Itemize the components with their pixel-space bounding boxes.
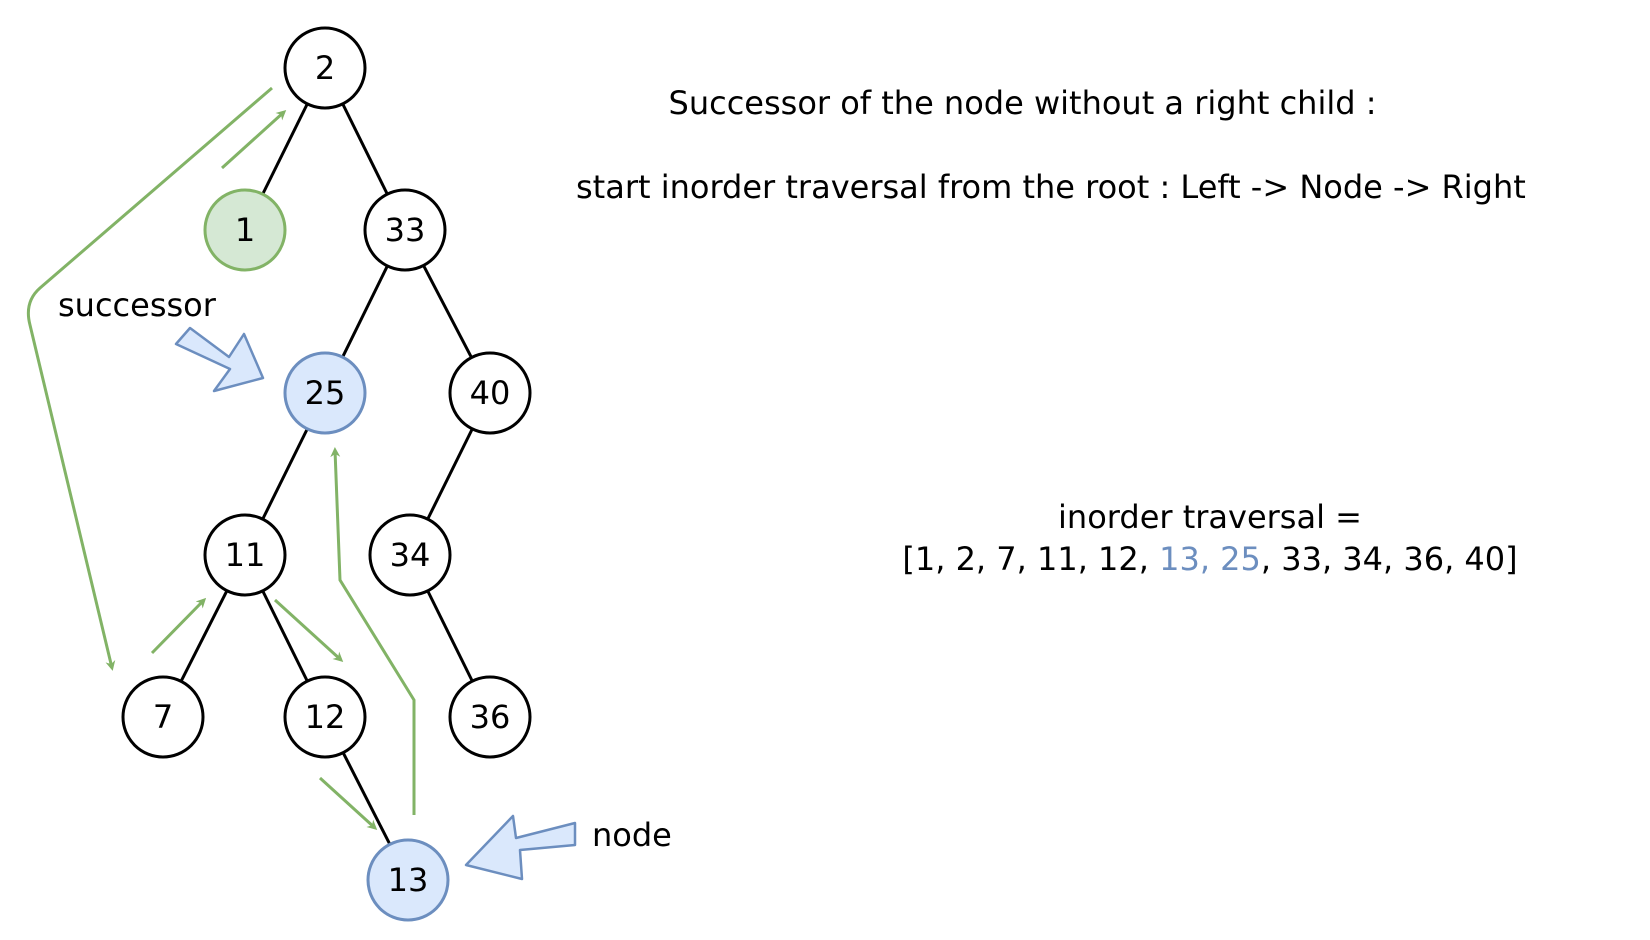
tree-node-circle	[203, 188, 287, 272]
tree-node-13: 13	[366, 838, 450, 922]
inorder-label: inorder traversal =	[1058, 498, 1362, 536]
inorder-value: 33	[1281, 540, 1322, 578]
tree-node-circle	[363, 188, 447, 272]
diagram-subheading: start inorder traversal from the root : …	[576, 168, 1526, 206]
traversal-path	[26, 86, 416, 831]
tree-node-40: 40	[448, 351, 532, 435]
tree-edge-12-13	[341, 751, 392, 846]
tree-nodes: 2 1 33 25 40 11 34 7 12 36 13	[121, 26, 532, 922]
traversal-arrow-11-to-12	[273, 598, 344, 663]
tree-node-34: 34	[368, 513, 452, 597]
traversal-arrow-13-to-25	[330, 447, 416, 815]
tree-edge-2-33	[341, 103, 389, 195]
tree-node-circle	[448, 351, 532, 435]
tree-node-36: 36	[448, 675, 532, 759]
inorder-list: [1, 2, 7, 11, 12, 13, 25, 33, 34, 36, 40…	[902, 540, 1518, 578]
inorder-value: 25	[1220, 540, 1261, 578]
tree-edge-40-34	[426, 428, 474, 520]
tree-edge-34-36	[426, 590, 474, 682]
traversal-arrow-12-to-13	[318, 776, 378, 831]
inorder-value: 34	[1342, 540, 1384, 578]
tree-node-label: 2	[315, 49, 335, 87]
tree-node-label: 36	[470, 698, 511, 736]
tree-node-label: 11	[225, 536, 266, 574]
tree-node-11: 11	[203, 513, 287, 597]
successor-pointer-arrow	[174, 326, 265, 393]
tree-node-label: 7	[153, 698, 173, 736]
tree-node-circle	[366, 838, 450, 922]
tree-node-circle	[203, 513, 287, 597]
tree-node-label: 40	[470, 374, 511, 412]
tree-node-circle	[448, 675, 532, 759]
diagram-heading: Successor of the node without a right ch…	[668, 84, 1377, 122]
successor-label: successor	[58, 286, 217, 324]
tree-node-circle	[283, 351, 367, 435]
tree-node-33: 33	[363, 188, 447, 272]
tree-node-circle	[368, 513, 452, 597]
tree-edge-25-11	[261, 428, 309, 520]
tree-node-12: 12	[283, 675, 367, 759]
tree-node-circle	[121, 675, 205, 759]
tree-node-25: 25	[283, 351, 367, 435]
inorder-value: 1	[914, 540, 936, 578]
inorder-value: 36	[1403, 540, 1445, 578]
tree-node-circle	[283, 675, 367, 759]
tree-edge-11-12	[261, 590, 309, 682]
tree-edge-11-7	[179, 590, 229, 682]
tree-node-1: 1	[203, 188, 287, 272]
tree-edge-33-40	[422, 264, 473, 359]
tree-edge-2-1	[261, 103, 309, 195]
tree-node-label: 1	[235, 211, 255, 249]
tree-node-label: 12	[305, 698, 346, 736]
tree-node-label: 13	[388, 861, 429, 899]
tree-node-label: 33	[385, 211, 426, 249]
traversal-arrow-1-to-2	[220, 109, 287, 170]
inorder-value: 2	[955, 540, 976, 578]
traversal-arrow-7-to-11	[150, 597, 207, 655]
tree-node-label: 25	[305, 374, 346, 412]
tree-edges	[179, 103, 474, 846]
tree-node-label: 34	[390, 536, 431, 574]
node-pointer-arrow	[464, 814, 577, 881]
inorder-value: 13	[1159, 540, 1200, 578]
inorder-value: 40	[1464, 540, 1506, 578]
inorder-value: 11	[1036, 540, 1078, 578]
tree-node-2: 2	[283, 26, 367, 110]
inorder-value: 7	[996, 540, 1017, 578]
node-label: node	[592, 816, 672, 854]
tree-node-circle	[283, 26, 367, 110]
inorder-value: 12	[1098, 540, 1139, 578]
tree-edge-33-25	[341, 265, 389, 358]
tree-node-7: 7	[121, 675, 205, 759]
traversal-arrow-2-to-7	[26, 86, 273, 671]
